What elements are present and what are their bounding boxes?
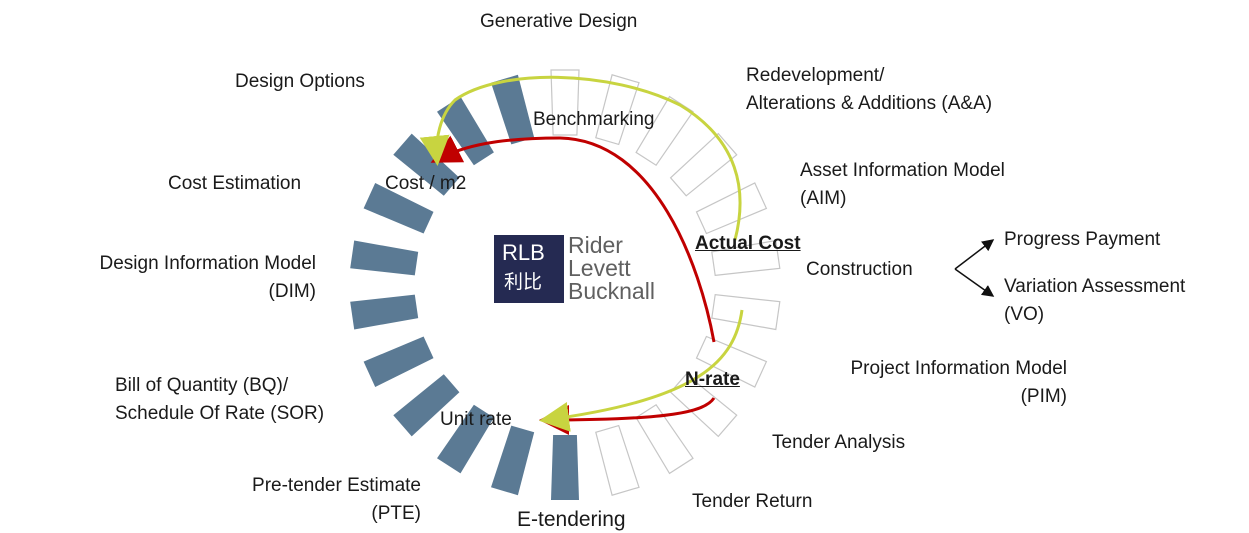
label-bq-line2: Schedule Of Rate (SOR) [115, 403, 325, 424]
logo-chinese: 利比 [504, 271, 543, 293]
label-pim-line2: (PIM) [1020, 386, 1067, 407]
logo-wordmark: Rider Levett Bucknall [568, 234, 655, 303]
label-aim-line1: Asset Information Model [800, 160, 1005, 181]
lifecycle-ring [350, 69, 781, 500]
label-pim-line1: Project Information Model [850, 358, 1068, 379]
label-tender-analysis: Tender Analysis [772, 432, 906, 453]
red-flow-lower [539, 397, 716, 435]
branch-to-progress-payment [954, 239, 995, 270]
label-tender-return: Tender Return [692, 491, 813, 512]
label-pte: Pre-tender Estimate (PTE) [210, 474, 421, 526]
label-cost-m2: Cost / m2 [385, 173, 467, 194]
red-flow-upper [430, 135, 716, 343]
ring-segment-filled [437, 404, 494, 474]
label-bq-sor: Bill of Quantity (BQ)/ Schedule Of Rate … [115, 374, 324, 426]
ring-segment-outline [595, 74, 640, 146]
label-redevelopment-line1: Redevelopment/ [746, 65, 885, 86]
label-progress-payment: Progress Payment [1004, 229, 1161, 250]
ring-segment-filled [551, 435, 579, 500]
ring-segment-filled [363, 183, 434, 234]
ring-segment-outline [695, 182, 768, 235]
label-bq-line1: Bill of Quantity (BQ)/ [115, 375, 289, 396]
label-variation-assessment: Variation Assessment (VO) [1004, 275, 1185, 327]
label-aim: Asset Information Model (AIM) [800, 159, 1005, 211]
ring-segment-filled [350, 240, 419, 276]
ring-segment-outline [550, 69, 580, 136]
ring-segment-outline [669, 132, 738, 197]
label-pte-line1: Pre-tender Estimate [252, 475, 421, 496]
logo-name-line2: Levett [568, 255, 631, 281]
label-cost-estimation: Cost Estimation [168, 173, 302, 194]
label-actual-cost: Actual Cost [695, 233, 801, 254]
label-unit-rate: Unit rate [440, 409, 512, 430]
label-redevelopment-line2: Alterations & Additions (A&A) [746, 93, 993, 114]
rlb-logo: RLB 利比 [494, 235, 564, 303]
ring-segment-filled [491, 74, 535, 145]
label-aim-line2: (AIM) [800, 188, 847, 209]
ring-segment-outline [711, 239, 781, 277]
yellow-flow-lower [539, 309, 744, 432]
label-dim-line2: (DIM) [268, 281, 316, 302]
label-variation-line2: (VO) [1004, 304, 1045, 325]
label-design-options: Design Options [235, 71, 365, 92]
label-redevelopment: Redevelopment/ Alterations & Additions (… [746, 64, 992, 116]
label-e-tendering: E-tendering [517, 508, 626, 531]
ring-segment-filled [437, 96, 494, 166]
label-dim-line1: Design Information Model [99, 253, 317, 274]
logo-name-line1: Rider [568, 232, 623, 258]
ring-segment-filled [491, 425, 535, 496]
label-construction: Construction [806, 259, 913, 280]
label-pim: Project Information Model (PIM) [800, 357, 1068, 409]
label-variation-line1: Variation Assessment [1004, 276, 1186, 297]
label-n-rate: N-rate [685, 369, 740, 390]
logo-name-line3: Bucknall [568, 278, 655, 304]
ring-segment-outline [695, 335, 768, 388]
ring-segment-outline [635, 95, 694, 167]
ring-segment-filled [350, 294, 419, 330]
label-pte-line2: (PTE) [371, 503, 421, 524]
yellow-flow-upper [419, 75, 742, 241]
label-generative-design: Generative Design [480, 11, 638, 32]
label-benchmarking: Benchmarking [533, 109, 655, 130]
ring-segment-outline [595, 424, 640, 496]
ring-segment-outline [635, 403, 694, 475]
label-dim: Design Information Model (DIM) [50, 252, 317, 304]
branch-to-variation [954, 268, 995, 297]
logo-abbr: RLB [502, 240, 545, 265]
ring-segment-filled [363, 336, 434, 387]
ring-segment-outline [711, 293, 781, 331]
ring-segment-filled [393, 374, 460, 437]
